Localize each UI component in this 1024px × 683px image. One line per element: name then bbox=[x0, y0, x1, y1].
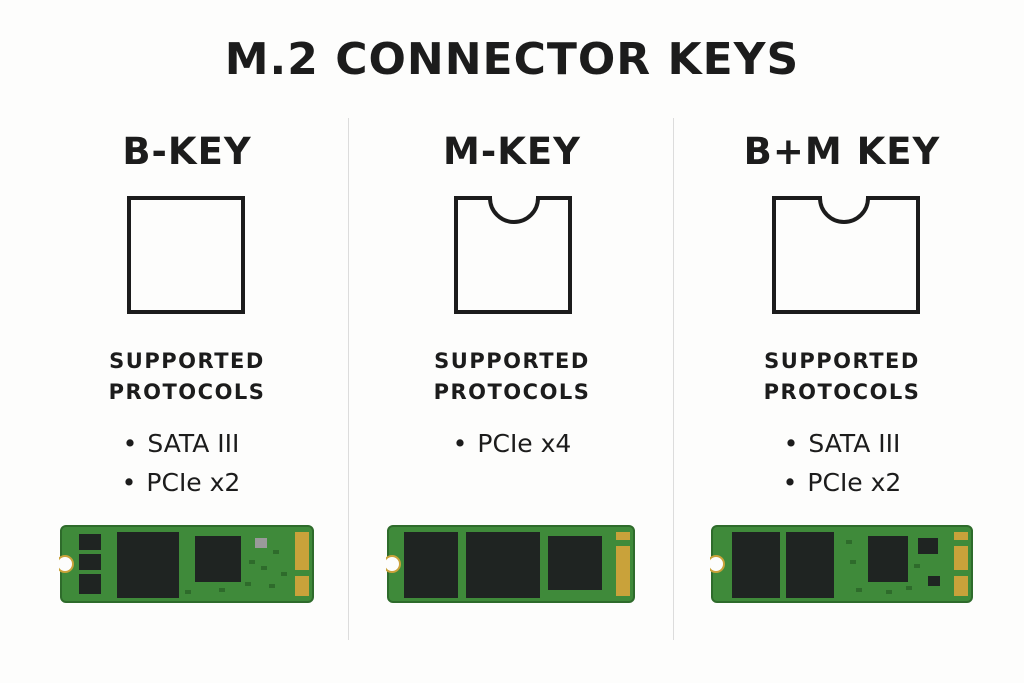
column-divider-2 bbox=[673, 118, 674, 640]
m-key-ssd-board-image bbox=[386, 525, 635, 603]
protocols-heading-line-1: SUPPORTED bbox=[109, 349, 265, 373]
b-key-ssd-board-image bbox=[59, 525, 314, 603]
protocols-heading-line-2: PROTOCOLS bbox=[108, 380, 266, 404]
protocol-item: • PCIe x2 bbox=[672, 463, 1012, 502]
protocols-heading: SUPPORTED PROTOCOLS bbox=[17, 346, 357, 408]
column-bm-key: B+M KEY SUPPORTED PROTOCOLS • SATA III • P… bbox=[672, 0, 1012, 683]
protocol-label: PCIe x2 bbox=[146, 468, 241, 497]
bullet-icon: • bbox=[782, 468, 798, 497]
protocol-label: SATA III bbox=[808, 429, 901, 458]
protocols-heading: SUPPORTED PROTOCOLS bbox=[342, 346, 682, 408]
column-b-key: B-KEY SUPPORTED PROTOCOLS • SATA III • PCI… bbox=[17, 0, 357, 683]
bullet-icon: • bbox=[122, 429, 138, 458]
protocol-label: PCIe x2 bbox=[807, 468, 902, 497]
key-title: B-KEY bbox=[122, 130, 252, 173]
bm-key-outline-icon bbox=[772, 196, 920, 314]
protocol-list: • SATA III • PCIe x2 bbox=[672, 424, 1012, 502]
protocols-heading: SUPPORTED PROTOCOLS bbox=[672, 346, 1012, 408]
bm-key-ssd-board-image bbox=[710, 525, 973, 603]
page-title: M.2 CONNECTOR KEYS bbox=[224, 34, 800, 85]
bullet-icon: • bbox=[121, 468, 137, 497]
protocol-list: • SATA III • PCIe x2 bbox=[11, 424, 351, 502]
protocols-heading-line-1: SUPPORTED bbox=[434, 349, 590, 373]
protocols-heading-line-1: SUPPORTED bbox=[764, 349, 920, 373]
b-key-outline-icon bbox=[127, 196, 245, 314]
key-title: M-KEY bbox=[443, 130, 581, 173]
bullet-icon: • bbox=[452, 429, 468, 458]
bullet-icon: • bbox=[783, 429, 799, 458]
protocol-item: • PCIe x4 bbox=[342, 424, 682, 463]
column-divider-1 bbox=[348, 118, 349, 640]
protocol-list: • PCIe x4 bbox=[342, 424, 682, 463]
protocol-item: • PCIe x2 bbox=[11, 463, 351, 502]
protocol-label: SATA III bbox=[147, 429, 240, 458]
protocols-heading-line-2: PROTOCOLS bbox=[433, 380, 591, 404]
m-key-outline-icon bbox=[454, 196, 572, 314]
protocols-heading-line-2: PROTOCOLS bbox=[763, 380, 921, 404]
protocol-label: PCIe x4 bbox=[477, 429, 572, 458]
column-m-key: M-KEY SUPPORTED PROTOCOLS • PCIe x4 bbox=[342, 0, 682, 683]
key-title: B+M KEY bbox=[743, 130, 941, 173]
protocol-item: • SATA III bbox=[672, 424, 1012, 463]
protocol-item: • SATA III bbox=[11, 424, 351, 463]
